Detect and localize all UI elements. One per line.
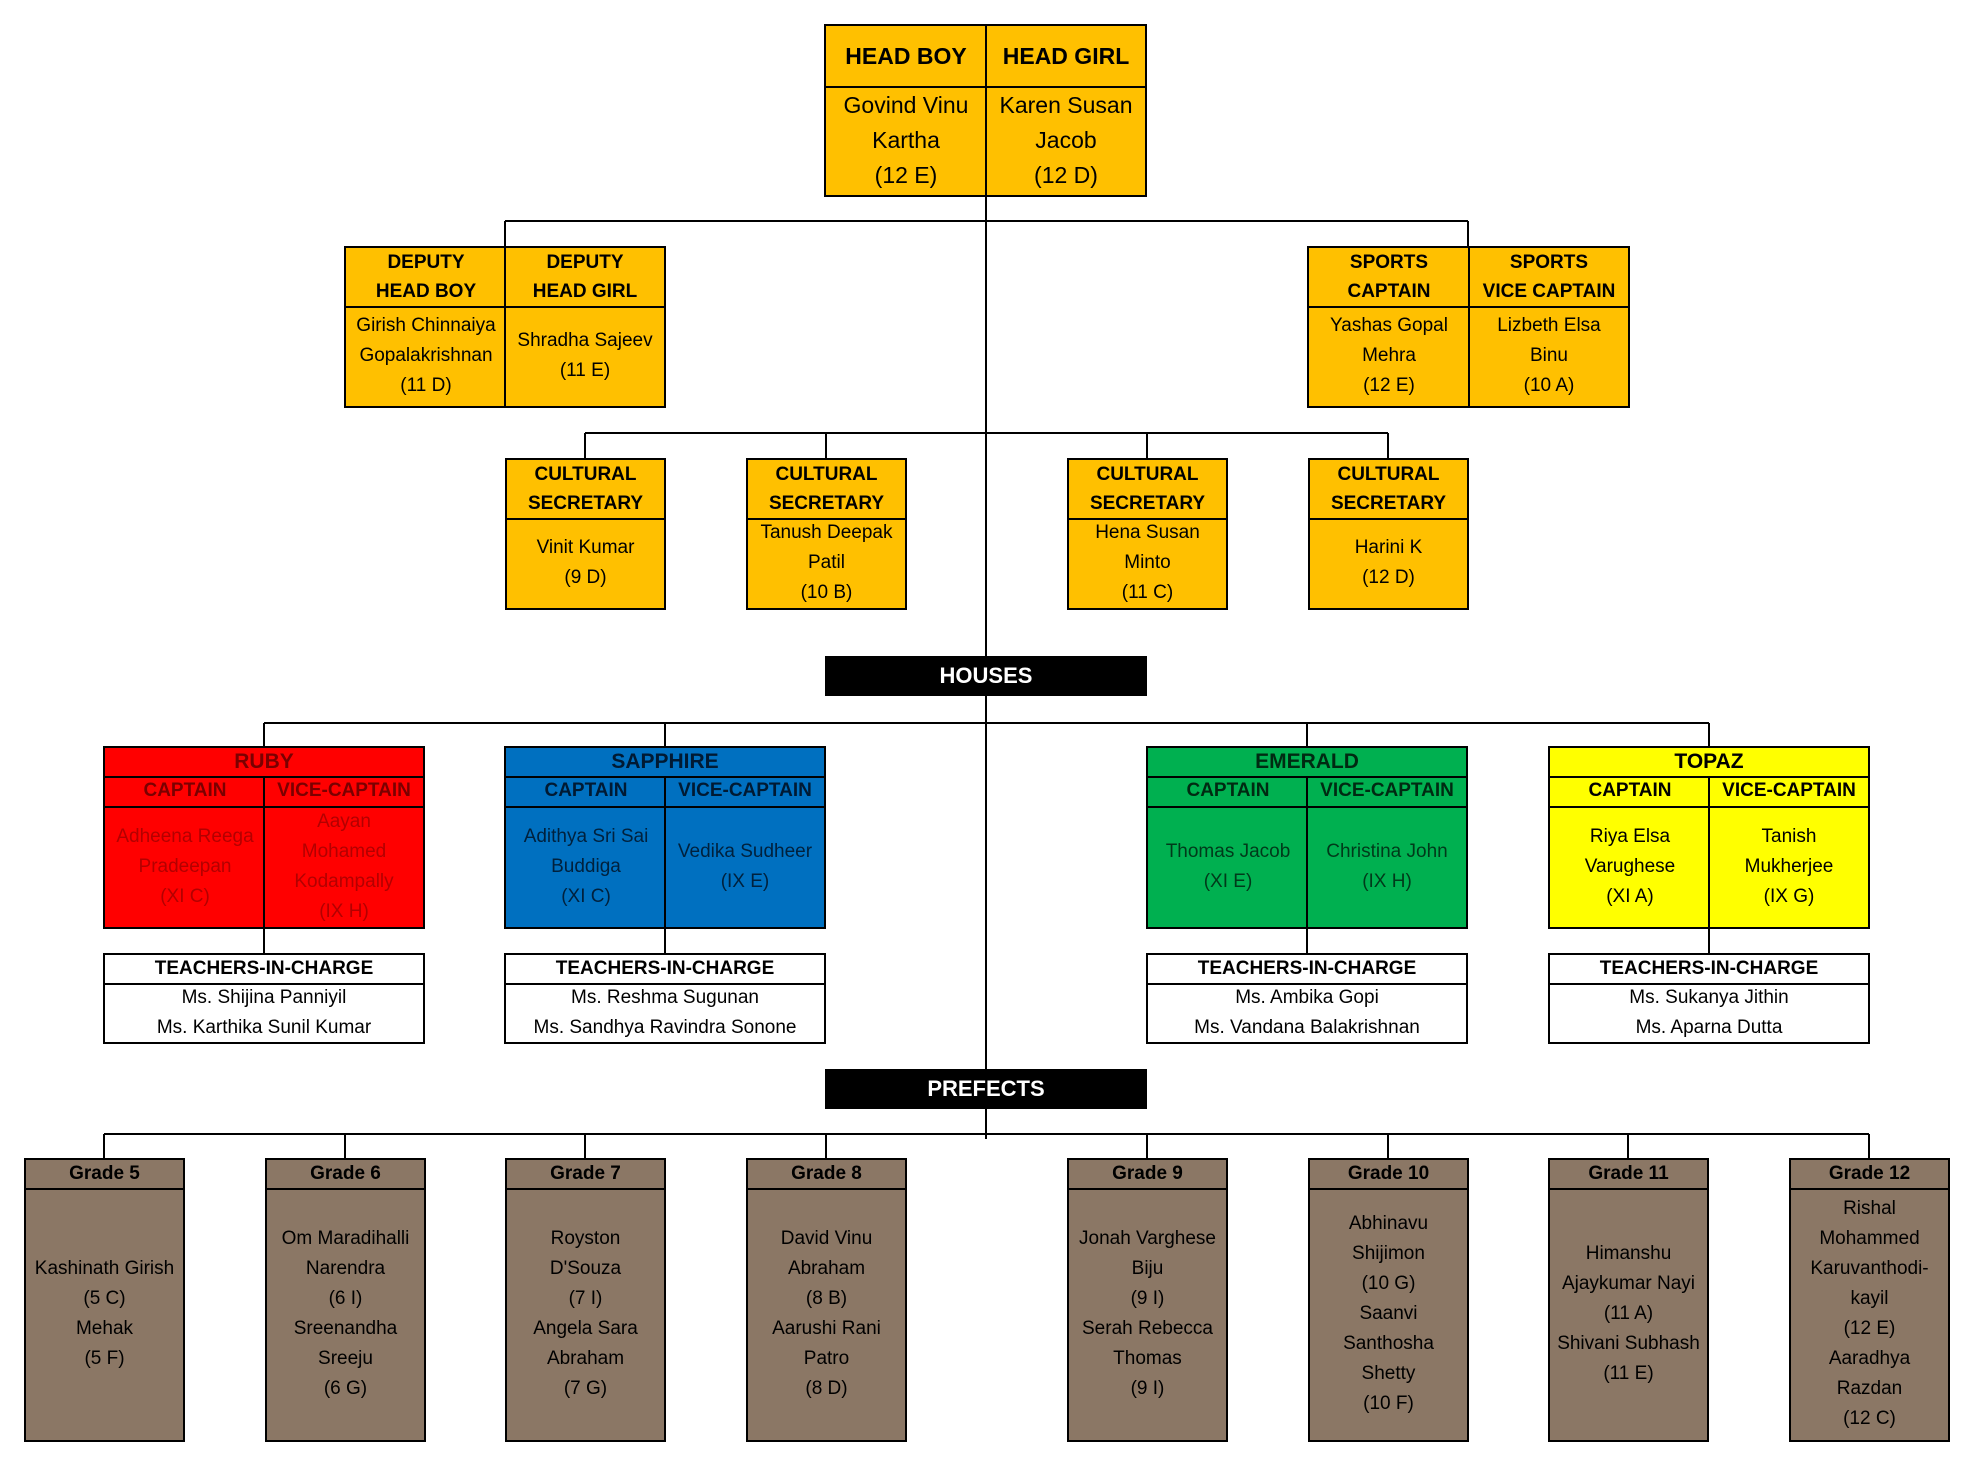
deputy-head-girl-name: Shradha Sajeev (11 E) (504, 306, 664, 406)
house-vice-captain-name: Aayan Mohamed Kodampally (IX H) (263, 806, 423, 927)
house-vice-captain-label: VICE-CAPTAIN (1708, 776, 1868, 808)
cultural-secretary-title: CULTURAL SECRETARY (507, 460, 664, 520)
house-captain-label: CAPTAIN (1550, 776, 1710, 808)
prefect-grade-11: Grade 11 Himanshu Ajaykumar Nayi (11 A) … (1548, 1158, 1709, 1442)
cultural-secretary-title: CULTURAL SECRETARY (1310, 460, 1467, 520)
head-girl-name: Karen Susan Jacob (12 D) (985, 86, 1145, 195)
teachers-in-charge-emerald: TEACHERS-IN-CHARGE Ms. Ambika Gopi Ms. V… (1146, 953, 1468, 1044)
prefect-grade-6: Grade 6 Om Maradihalli Narendra (6 I) Sr… (265, 1158, 426, 1442)
prefect-grade-12: Grade 12 Rishal Mohammed Karuvanthodi- k… (1789, 1158, 1950, 1442)
prefect-grade-8: Grade 8 David Vinu Abraham (8 B) Aarushi… (746, 1158, 907, 1442)
prefects-heading: PREFECTS (825, 1069, 1147, 1109)
grade-label: Grade 11 (1550, 1160, 1707, 1190)
deputy-head-boy-title: DEPUTY HEAD BOY (346, 248, 506, 308)
cultural-secretary-box: CULTURAL SECRETARY Harini K (12 D) (1308, 458, 1469, 610)
deputy-head-boy-name: Girish Chinnaiya Gopalakrishnan (11 D) (356, 315, 496, 396)
prefect-names: Himanshu Ajaykumar Nayi (11 A) Shivani S… (1557, 1243, 1700, 1384)
house-vice-captain-name: Christina John (IX H) (1306, 806, 1466, 927)
teachers-names: Ms. Shijina Panniyil Ms. Karthika Sunil … (156, 986, 372, 1038)
house-vice-captain-label: VICE-CAPTAIN (1306, 776, 1466, 808)
teachers-in-charge-topaz: TEACHERS-IN-CHARGE Ms. Sukanya Jithin Ms… (1548, 953, 1870, 1044)
house-captain-name: Riya Elsa Varughese (XI A) (1584, 825, 1676, 907)
prefect-grade-7: Grade 7 Royston D'Souza (7 I) Angela Sar… (505, 1158, 666, 1442)
teachers-label: TEACHERS-IN-CHARGE (1148, 955, 1466, 985)
teachers-names: Ms. Ambika Gopi Ms. Vandana Balakrishnan (1194, 986, 1420, 1038)
house-name: SAPPHIRE (506, 748, 824, 778)
house-name: TOPAZ (1550, 748, 1868, 778)
sports-vice-captain-name: Lizbeth Elsa Binu (10 A) (1468, 306, 1628, 406)
house-name: EMERALD (1148, 748, 1466, 778)
prefect-names: Kashinath Girish (5 C) Mehak (5 F) (34, 1258, 175, 1369)
house-topaz: TOPAZ CAPTAIN VICE-CAPTAIN Riya Elsa Var… (1548, 746, 1870, 929)
teachers-label: TEACHERS-IN-CHARGE (1550, 955, 1868, 985)
house-vice-captain-label: VICE-CAPTAIN (664, 776, 824, 808)
prefect-names: David Vinu Abraham (8 B) Aarushi Rani Pa… (772, 1228, 881, 1399)
teachers-names: Ms. Sukanya Jithin Ms. Aparna Dutta (1629, 986, 1789, 1038)
prefect-names: Om Maradihalli Narendra (6 I) Sreenandha… (281, 1228, 410, 1399)
house-vice-captain-name: Vedika Sudheer (IX E) (664, 806, 824, 927)
head-boy-name: Govind Vinu Kartha (12 E) (843, 92, 969, 188)
teachers-label: TEACHERS-IN-CHARGE (105, 955, 423, 985)
house-captain-label: CAPTAIN (105, 776, 265, 808)
prefect-names: Jonah Varghese Biju (9 I) Serah Rebecca … (1079, 1228, 1216, 1399)
teachers-in-charge-ruby: TEACHERS-IN-CHARGE Ms. Shijina Panniyil … (103, 953, 425, 1044)
cultural-secretary-title: CULTURAL SECRETARY (748, 460, 905, 520)
house-captain-name: Thomas Jacob (XI E) (1165, 840, 1291, 892)
sports-captain-title: SPORTS CAPTAIN (1309, 248, 1469, 308)
prefect-grade-5: Grade 5 Kashinath Girish (5 C) Mehak (5 … (24, 1158, 185, 1442)
cultural-secretary-name: Vinit Kumar (9 D) (536, 537, 635, 588)
house-emerald: EMERALD CAPTAIN VICE-CAPTAIN Thomas Jaco… (1146, 746, 1468, 929)
grade-label: Grade 9 (1069, 1160, 1226, 1190)
cultural-secretary-name: Tanush Deepak Patil (10 B) (760, 522, 893, 603)
house-name: RUBY (105, 748, 423, 778)
teachers-names: Ms. Reshma Sugunan Ms. Sandhya Ravindra … (533, 986, 797, 1038)
grade-label: Grade 7 (507, 1160, 664, 1190)
sports-captain-name: Yashas Gopal Mehra (12 E) (1330, 315, 1448, 396)
house-captain-name: Adheena Reega Pradeepan (XI C) (116, 825, 254, 907)
cultural-secretary-box: CULTURAL SECRETARY Hena Susan Minto (11 … (1067, 458, 1228, 610)
cultural-secretary-name: Harini K (12 D) (1354, 537, 1423, 588)
house-captain-label: CAPTAIN (506, 776, 666, 808)
deputy-box: DEPUTY HEAD BOY DEPUTY HEAD GIRL Girish … (344, 246, 666, 408)
house-captain-label: CAPTAIN (1148, 776, 1308, 808)
deputy-head-girl-title: DEPUTY HEAD GIRL (504, 248, 664, 308)
grade-label: Grade 10 (1310, 1160, 1467, 1190)
houses-heading: HOUSES (825, 656, 1147, 696)
grade-label: Grade 6 (267, 1160, 424, 1190)
cultural-secretary-box: CULTURAL SECRETARY Vinit Kumar (9 D) (505, 458, 666, 610)
teachers-label: TEACHERS-IN-CHARGE (506, 955, 824, 985)
head-girl-title: HEAD GIRL (985, 26, 1145, 88)
cultural-secretary-name: Hena Susan Minto (11 C) (1095, 522, 1200, 603)
prefect-names: Rishal Mohammed Karuvanthodi- kayil (12 … (1810, 1198, 1929, 1429)
prefect-names: Royston D'Souza (7 I) Angela Sara Abraha… (533, 1228, 638, 1399)
sports-box: SPORTS CAPTAIN SPORTS VICE CAPTAIN Yasha… (1307, 246, 1630, 408)
prefect-grade-9: Grade 9 Jonah Varghese Biju (9 I) Serah … (1067, 1158, 1228, 1442)
head-boy-title: HEAD BOY (826, 26, 986, 88)
grade-label: Grade 8 (748, 1160, 905, 1190)
head-box: HEAD BOY HEAD GIRL Govind Vinu Kartha (1… (824, 24, 1147, 197)
house-vice-captain-label: VICE-CAPTAIN (263, 776, 423, 808)
prefect-grade-10: Grade 10 Abhinavu Shijimon (10 G) Saanvi… (1308, 1158, 1469, 1442)
cultural-secretary-box: CULTURAL SECRETARY Tanush Deepak Patil (… (746, 458, 907, 610)
cultural-secretary-title: CULTURAL SECRETARY (1069, 460, 1226, 520)
house-ruby: RUBY CAPTAIN VICE-CAPTAIN Adheena Reega … (103, 746, 425, 929)
prefect-names: Abhinavu Shijimon (10 G) Saanvi Santhosh… (1343, 1213, 1434, 1414)
house-sapphire: SAPPHIRE CAPTAIN VICE-CAPTAIN Adithya Sr… (504, 746, 826, 929)
teachers-in-charge-sapphire: TEACHERS-IN-CHARGE Ms. Reshma Sugunan Ms… (504, 953, 826, 1044)
grade-label: Grade 5 (26, 1160, 183, 1190)
house-vice-captain-name: Tanish Mukherjee (IX G) (1708, 806, 1868, 927)
grade-label: Grade 12 (1791, 1160, 1948, 1190)
house-captain-name: Adithya Sri Sai Buddiga (XI C) (523, 825, 649, 907)
sports-vice-captain-title: SPORTS VICE CAPTAIN (1468, 248, 1628, 308)
